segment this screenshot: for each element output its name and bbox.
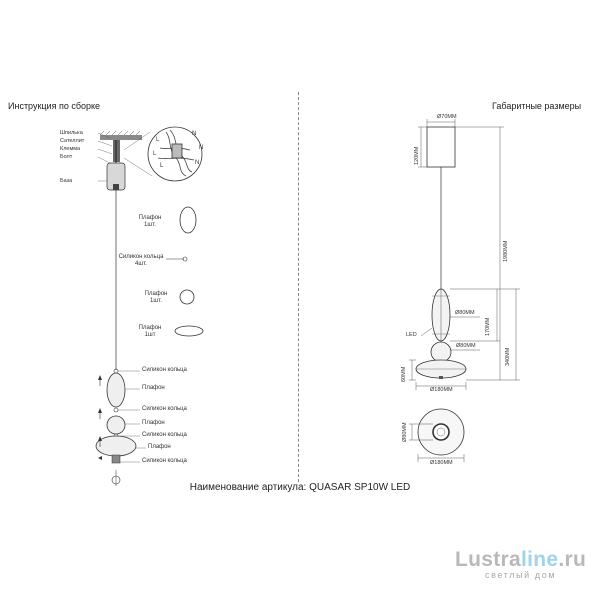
dim-disk-diameter: Ø180MM — [430, 387, 453, 393]
part-shade3-label: Плафон 1шт — [138, 325, 162, 338]
bottom-view-inner-ring — [432, 423, 450, 441]
article-name: Наименование артикула: QUASAR SP10W LED — [189, 482, 411, 493]
label-satellite: Сателлит — [60, 138, 85, 144]
rings-part-icon-end — [182, 256, 188, 262]
stack-label-shade: Плафон — [148, 444, 171, 450]
dim-total-height: 1980MM — [503, 240, 509, 262]
dim-shade1-diameter: Ø80MM — [455, 310, 475, 316]
dim-canopy-height: 120MM — [414, 146, 420, 165]
shade2-part-icon — [179, 289, 195, 305]
assembly-instructions-title: Инструкция по сборке — [8, 101, 101, 111]
part-rings-label: Силикон кольца 4шт. — [118, 254, 164, 267]
shade3-part-icon — [174, 325, 204, 337]
stack-label-rings: Силикон кольца — [142, 406, 187, 412]
dim-shade1-height: 170MM — [485, 317, 491, 336]
dim-lamp-height: 340MM — [505, 347, 511, 366]
dim-disk-height: 60MM — [401, 366, 407, 382]
dimension-lines — [409, 119, 520, 390]
detail-letter-l: L — [153, 151, 157, 157]
detail-letter-n: N — [192, 131, 197, 137]
assembly-arrows — [98, 375, 102, 460]
stack-label-shade: Плафон — [142, 385, 165, 391]
stack-label-shade: Плафон — [142, 420, 165, 426]
logo-wordmark: Lustraline.ru — [455, 548, 587, 571]
canopy-screw — [113, 184, 119, 190]
zoom-line — [123, 157, 153, 177]
label-stud: Шпилька — [60, 130, 83, 136]
dim-bottom-diameter: Ø180MM — [430, 460, 453, 466]
detail-letter-n: N — [195, 160, 200, 166]
stack-shade2 — [106, 415, 126, 435]
dim-led-label: LED — [406, 332, 417, 338]
part-shade2-label: Плафон 1шт. — [144, 291, 168, 304]
ceiling-plate — [100, 135, 142, 140]
dim-canopy — [426, 126, 456, 168]
stack-label-rings: Силикон кольца — [142, 458, 187, 464]
dim-shade2-diameter: Ø80MM — [456, 343, 476, 349]
dim-bottom-cap — [439, 376, 443, 379]
bottom-view-center — [436, 427, 446, 437]
wiring-detail — [157, 129, 195, 177]
label-bolt: Болт — [60, 154, 73, 160]
lustraline-logo: Lustraline.ru светлый дом — [455, 548, 587, 580]
stack-shade1 — [106, 372, 126, 408]
label-leaders — [97, 132, 113, 182]
dim-shade2 — [430, 341, 452, 363]
shade1-part-icon — [179, 206, 197, 234]
stack-shade3 — [95, 435, 137, 457]
label-base: База — [60, 178, 73, 184]
section-divider — [298, 92, 299, 482]
stack-label-rings: Силикон кольца — [142, 432, 187, 438]
bottom-dimension-lines — [409, 423, 465, 462]
dimensions-title: Габаритные размеры — [492, 101, 582, 111]
dim-canopy-diameter: Ø70MM — [437, 114, 457, 120]
logo-tagline: светлый дом — [485, 570, 557, 580]
part-shade1-label: Плафон 1шт. — [138, 215, 162, 228]
ceiling-hatching — [99, 130, 141, 136]
stack-leaders — [118, 370, 146, 463]
label-terminal: Клемма — [60, 146, 81, 152]
detail-letter-l: L — [156, 137, 160, 143]
zoom-line — [123, 131, 151, 151]
dim-inner-diameter: Ø80MM — [402, 422, 408, 442]
detail-letter-n: N — [199, 145, 204, 151]
ring-2 — [113, 407, 119, 413]
stack-label-rings: Силикон кольца — [142, 367, 187, 373]
detail-letter-l: L — [160, 163, 164, 169]
stack-end-cap — [111, 454, 121, 464]
